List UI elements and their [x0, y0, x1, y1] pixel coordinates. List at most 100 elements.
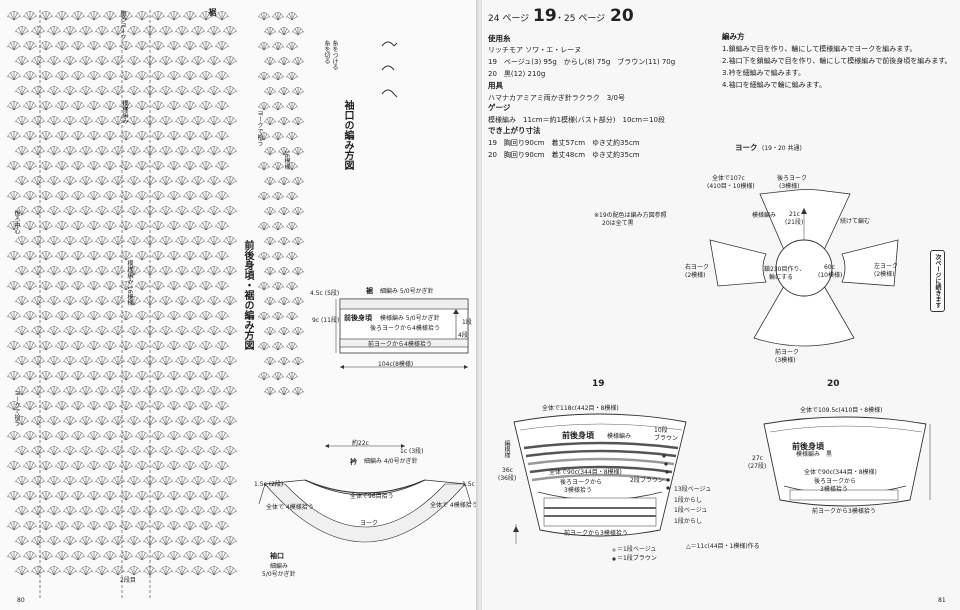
sleeve-16-label: 16模様: [283, 150, 290, 170]
hem-body-label: 前後身頃: [344, 314, 372, 322]
hem-dim-a: 4.5c (5段): [310, 290, 340, 297]
gauge-title: ゲージ: [488, 103, 511, 112]
yoke-right2: (2模様): [685, 272, 706, 279]
collar-width: 約22c: [352, 440, 369, 447]
yoke-60c-b: (10模様): [818, 272, 843, 279]
chart20-27c: 27c: [752, 455, 763, 462]
chart20-pattern: 模様編み 黒: [796, 451, 833, 458]
hem-row4: 4段: [458, 332, 468, 339]
chart19-brown: ブラウン: [654, 435, 679, 442]
yoke-front: 前ヨーク: [775, 349, 800, 356]
hem-label: 裾: [208, 8, 217, 16]
note-line2: 20は全て黒: [602, 220, 634, 227]
yoke-back2: (3模様): [779, 183, 800, 190]
chart20-inner2: 後ろヨークから: [814, 478, 857, 485]
legend-attach: 糸をつける: [331, 40, 338, 70]
chart20-body: 前後身頃: [792, 442, 824, 451]
tools-title: 用具: [488, 81, 503, 90]
chart20-label: 20: [827, 379, 840, 389]
yoke-left2: (2模様): [874, 271, 895, 278]
collar-right-dim: 1c (3段): [400, 448, 424, 455]
chart20-27c-rows: (27段): [748, 463, 767, 470]
yoke-21c-rows: (21段): [785, 219, 804, 226]
yoke-right: 右ヨーク: [685, 264, 710, 271]
hem-body-note: 模様編み 5/0号かぎ針: [380, 315, 440, 322]
hem-title: 裾: [366, 287, 373, 295]
collar-left-dim: 1.5c (2段): [254, 481, 284, 488]
sleeve-yoke-pick-label: ヨークで拾う: [256, 110, 263, 146]
method-step-2: 2.袖口下を鎖編みで目を作り、輪にして模様編みで前後身頃を編みます。: [722, 57, 952, 65]
collar-yoke: ヨーク: [360, 520, 379, 527]
method-step-3: 3.衿を細編みで編みます。: [722, 69, 805, 77]
gauge-line1: 模様編み 11cm＝約1模様(バスト部分) 10cm＝10段: [488, 116, 665, 124]
chart20-body-diagram: [763, 416, 931, 507]
chart19-inner3: 3模様拾う: [564, 487, 592, 494]
chart20-front: 前ヨークから3模様拾う: [812, 508, 876, 515]
method-step-4: 4.袖口を細編みで輪に編みます。: [722, 81, 826, 89]
yoke-subtitle: (19・20 共通): [762, 145, 802, 152]
chart19-triangle: △＝11c(44目・1模様)作る: [686, 543, 760, 550]
hem-back-pick: 後ろヨークから4模様拾う: [370, 325, 440, 332]
chart19-legend1: ＝1段ベージュ: [617, 546, 657, 553]
header-prefix: 24 ページ: [488, 14, 530, 24]
yoke-21c: 21c: [789, 211, 800, 218]
legend-symbols: [381, 41, 398, 98]
materials-line3: 20 黒(12) 210g: [488, 70, 546, 78]
crochet-body-chart: [6, 10, 238, 600]
chart19-inner2: 後ろヨークから: [560, 479, 603, 486]
yoke-left: 左ヨーク: [874, 263, 899, 270]
hem-dim-b: 9c (11段): [312, 317, 340, 324]
cuff-label: 袖口: [270, 552, 284, 560]
size-line1: 19 胸回り90cm 着丈57cm ゆき丈約35cm: [488, 139, 640, 147]
yoke-top2: (410目・10模様): [707, 183, 755, 190]
chart19-front: 前ヨークから3模様拾う: [564, 530, 628, 537]
header-num1: 19: [533, 6, 557, 26]
chart19-rows10: 10段: [654, 427, 668, 434]
yoke-back: 後ろヨーク: [777, 175, 808, 182]
collar-left-pick: 全体で 4模様拾う: [266, 504, 314, 511]
left-page: 裾 後ろヨーク 模様編み 後ろ中心 ヨークで拾う 模様編み 16模様 ヨークで拾…: [0, 0, 491, 610]
yoke-title: ヨーク: [735, 143, 758, 152]
collar-yoke-diagram: [258, 444, 472, 543]
sleeve-chart-title: 袖口の編み方図: [342, 100, 353, 170]
hem-rectangle-diagram: [335, 298, 469, 369]
yoke-front2: (3模様): [775, 357, 796, 364]
chart19-inner1: 全体で90c(344目・8模様): [549, 469, 622, 476]
yoke-60c: 60c: [824, 264, 835, 271]
row-start-label: 2段目: [120, 577, 136, 584]
cuff-note2: 5/0号かぎ針: [262, 571, 296, 578]
chart19-body: 前後身頃: [562, 431, 594, 440]
hem-front-pick: 前ヨークから4模様拾う: [368, 341, 432, 348]
note-line1: ※19の配色は編み方図参照: [594, 212, 667, 219]
chart19-beige1: 1段ベージュ: [674, 507, 708, 514]
right-page: 24 ページ 19 ・25 ページ 20 使用糸 リッチモア ソワ・エ・レーヌ …: [482, 0, 960, 610]
crochet-sleeve-chart: [257, 12, 305, 396]
body-chart-title: 前後身頃・裾の編み方図: [242, 240, 253, 350]
chart19-pattern: 模様編み: [607, 433, 632, 440]
chart19-karashi2: 1段からし: [674, 518, 702, 525]
chart19-rows2: 2段ブラウン: [630, 477, 664, 484]
size-line2: 20 胸回り90cm 着丈48cm ゆき丈約35cm: [488, 151, 640, 159]
collar-note: 細編み 4/0号かぎ針: [364, 458, 418, 465]
yoke-continue: 続けて編む: [840, 218, 871, 225]
hem-width: 104c(8模様): [378, 361, 414, 368]
chart19-label: 19: [592, 379, 605, 389]
chart19-36c: 36c: [502, 467, 513, 474]
collar-around: 全体で96目拾う: [350, 493, 394, 500]
yoke-cross-diagram: [709, 189, 899, 347]
header-mid: ・25 ページ: [555, 14, 606, 24]
materials-line1: リッチモア ソワ・エ・レーヌ: [488, 46, 582, 54]
collar-right-pick: 全体で 4模様拾う: [430, 502, 478, 509]
chart19-body-diagram: [513, 413, 687, 544]
left-page-number: 80: [17, 597, 25, 604]
header-num2: 20: [610, 6, 634, 26]
back-center-label: 後ろ中心: [13, 210, 20, 234]
size-title: でき上がり寸法: [488, 126, 541, 135]
chart20-inner3: 3模様拾う: [820, 486, 848, 493]
pattern-label: 模様編み: [121, 100, 128, 124]
hem-row1: 1段: [462, 319, 472, 326]
chart19-top: 全体で118c(442目・8模様): [542, 405, 619, 412]
next-page-tab: 次ページに続きます: [930, 250, 945, 312]
yoke-top: 全体で107c: [712, 175, 745, 182]
